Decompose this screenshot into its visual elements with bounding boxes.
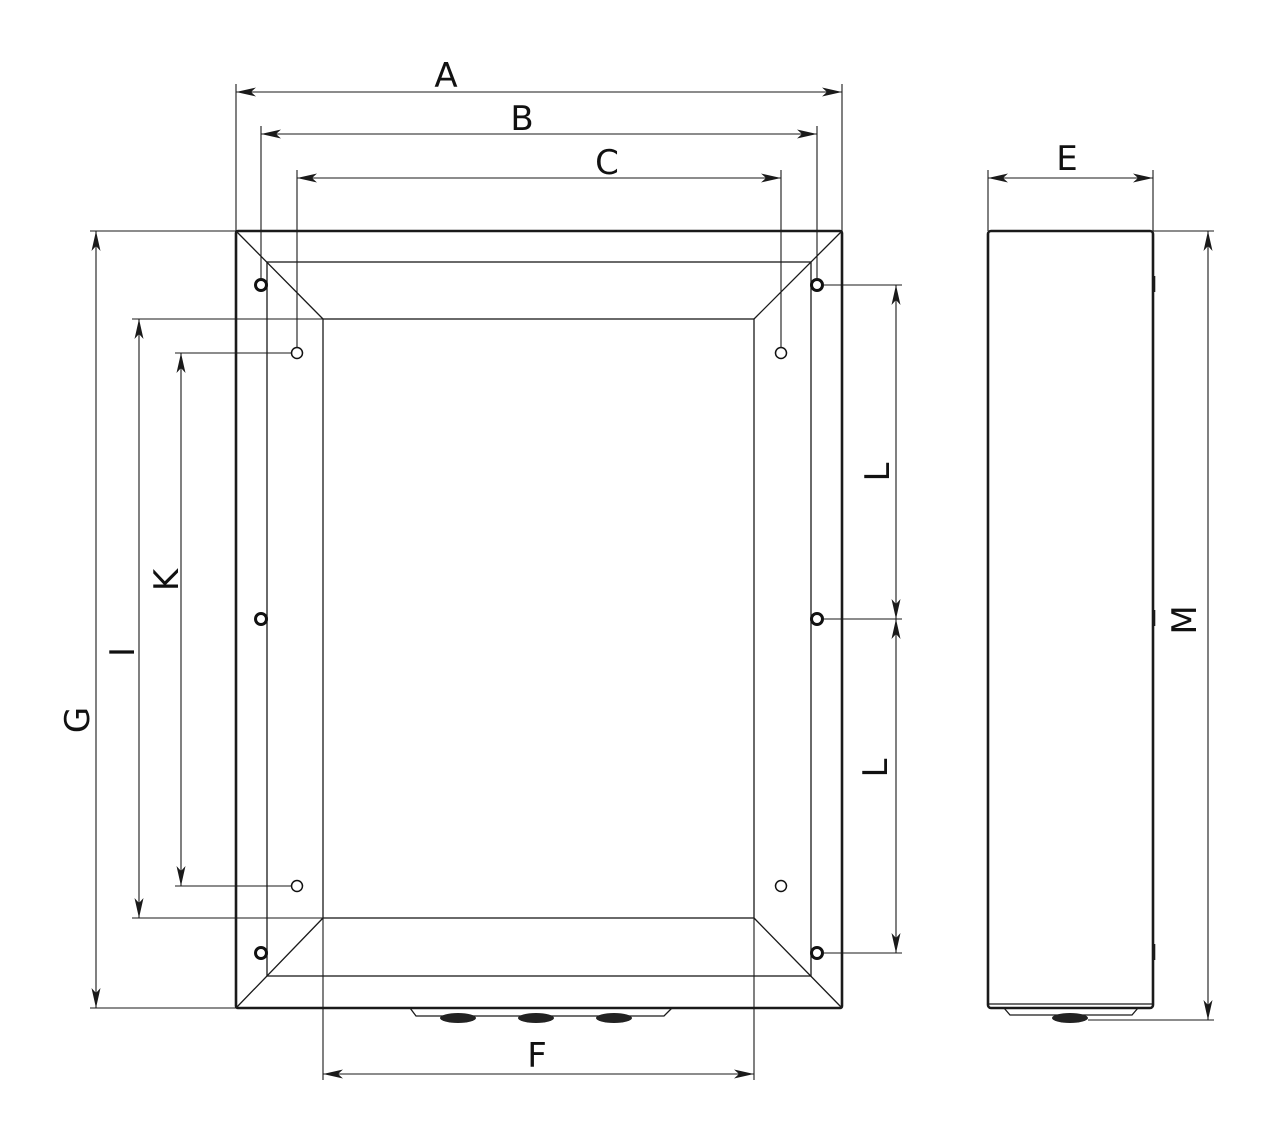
dimension-labels: A B C E F G I K L L M — [58, 56, 1205, 1076]
extension-lines — [90, 84, 1214, 1080]
cable-gland-2 — [518, 1013, 554, 1023]
bevel-bottom-left — [235, 917, 324, 1009]
label-b: B — [510, 99, 533, 139]
label-f: F — [527, 1036, 547, 1076]
bevel-top-right — [753, 230, 843, 320]
dimension-lines — [91, 87, 1213, 1079]
cable-gland-3 — [596, 1013, 632, 1023]
label-e: E — [1056, 139, 1077, 179]
bevel-bottom-right — [753, 917, 843, 1009]
side-body — [986, 229, 1155, 1010]
side-view — [986, 229, 1156, 1023]
label-m: M — [1165, 605, 1205, 634]
label-g: G — [58, 707, 98, 733]
cable-gland-1 — [440, 1013, 476, 1023]
front-window — [322, 318, 755, 919]
label-a: A — [434, 56, 457, 96]
screw-holes — [254, 278, 824, 960]
front-inner-frame — [266, 261, 812, 977]
front-view — [234, 229, 844, 1023]
label-l-upper: L — [858, 462, 898, 481]
bevel-top-left — [235, 230, 324, 320]
front-outer-frame — [234, 229, 844, 1010]
mounting-holes — [290, 346, 788, 893]
label-c: C — [595, 143, 619, 183]
label-l-lower: L — [856, 758, 896, 777]
label-i: I — [103, 647, 143, 657]
label-k: K — [147, 567, 187, 591]
side-cable-gland — [1052, 1013, 1088, 1023]
